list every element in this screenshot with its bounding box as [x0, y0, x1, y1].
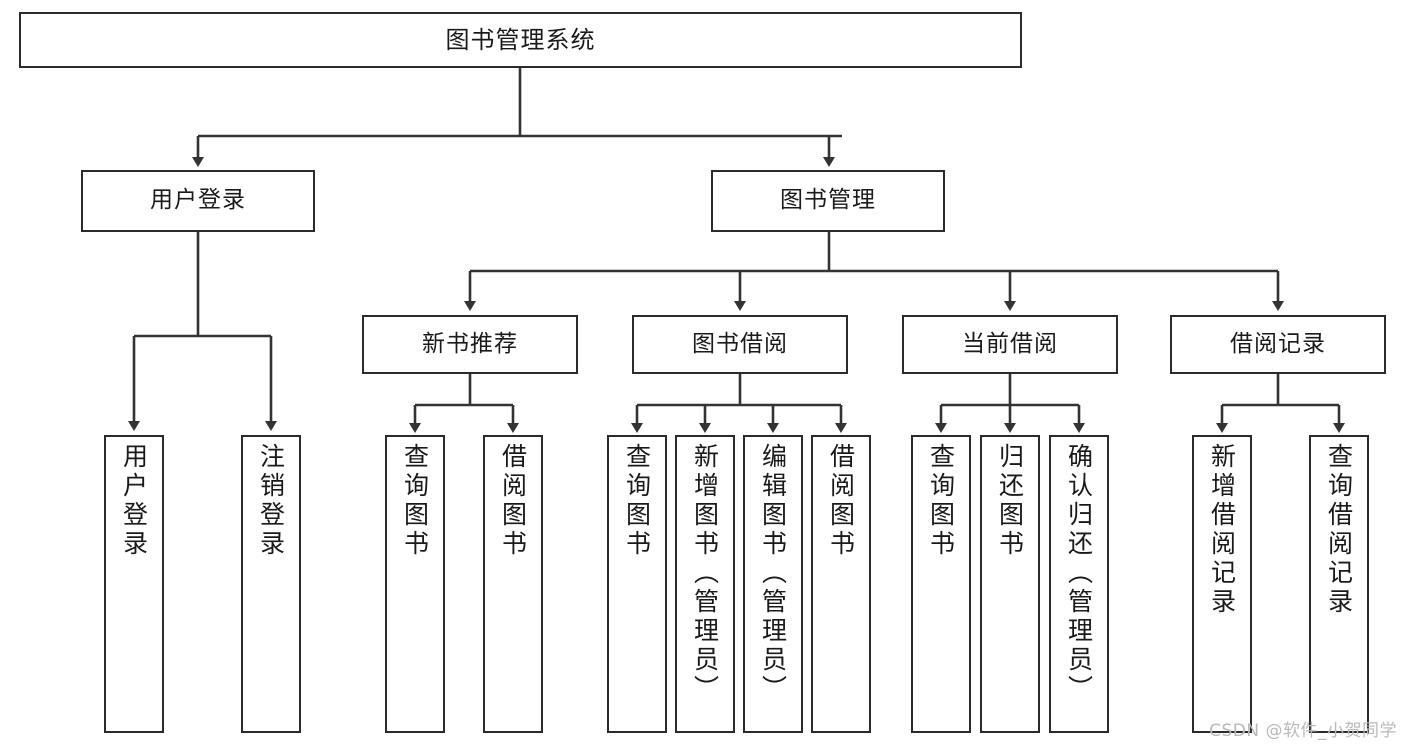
- leaf-return-book[interactable]: 归还图书: [980, 435, 1040, 733]
- leaf-query-book-1-label: 查询图书: [400, 443, 430, 559]
- leaf-query-record-label: 查询借阅记录: [1324, 443, 1354, 617]
- leaf-borrow-book-2-label: 借阅图书: [826, 443, 856, 559]
- leaf-user-login[interactable]: 用户登录: [104, 435, 164, 733]
- node-current-borrow-label: 当前借阅: [962, 330, 1058, 357]
- leaf-logout-login[interactable]: 注销登录: [241, 435, 301, 733]
- leaf-borrow-book-1-label: 借阅图书: [498, 443, 528, 559]
- leaf-query-book-3[interactable]: 查询图书: [911, 435, 971, 733]
- node-book-borrow[interactable]: 图书借阅: [632, 315, 848, 374]
- leaf-query-book-2[interactable]: 查询图书: [607, 435, 667, 733]
- node-user-login[interactable]: 用户登录: [81, 170, 315, 232]
- leaf-logout-login-label: 注销登录: [256, 443, 286, 559]
- node-new-book-recommend[interactable]: 新书推荐: [362, 315, 578, 374]
- leaf-add-record-label: 新增借阅记录: [1207, 443, 1237, 617]
- leaf-query-book-1[interactable]: 查询图书: [385, 435, 445, 733]
- leaf-borrow-book-1[interactable]: 借阅图书: [483, 435, 543, 733]
- node-borrow-record[interactable]: 借阅记录: [1170, 315, 1386, 374]
- leaf-edit-book-label: 编辑图书（管理员）: [758, 443, 788, 704]
- leaf-add-record[interactable]: 新增借阅记录: [1192, 435, 1252, 733]
- leaf-confirm-return-label: 确认归还（管理员）: [1064, 443, 1094, 704]
- node-new-book-recommend-label: 新书推荐: [422, 330, 518, 357]
- leaf-query-record[interactable]: 查询借阅记录: [1309, 435, 1369, 733]
- leaf-query-book-3-label: 查询图书: [926, 443, 956, 559]
- csdn-watermark: CSDN @软件_小贺同学: [1209, 721, 1397, 741]
- leaf-return-book-label: 归还图书: [995, 443, 1025, 559]
- node-borrow-record-label: 借阅记录: [1230, 330, 1326, 357]
- leaf-borrow-book-2[interactable]: 借阅图书: [811, 435, 871, 733]
- node-user-login-label: 用户登录: [150, 187, 246, 214]
- node-book-borrow-label: 图书借阅: [692, 330, 788, 357]
- node-root[interactable]: 图书管理系统: [19, 12, 1022, 68]
- node-root-label: 图书管理系统: [445, 25, 596, 54]
- leaf-confirm-return[interactable]: 确认归还（管理员）: [1049, 435, 1109, 733]
- leaf-edit-book[interactable]: 编辑图书（管理员）: [743, 435, 803, 733]
- leaf-add-book-label: 新增图书（管理员）: [690, 443, 720, 704]
- node-book-management-label: 图书管理: [780, 187, 876, 214]
- node-current-borrow[interactable]: 当前借阅: [902, 315, 1118, 374]
- node-book-management[interactable]: 图书管理: [711, 170, 945, 232]
- leaf-user-login-label: 用户登录: [119, 443, 149, 559]
- leaf-add-book[interactable]: 新增图书（管理员）: [675, 435, 735, 733]
- leaf-query-book-2-label: 查询图书: [622, 443, 652, 559]
